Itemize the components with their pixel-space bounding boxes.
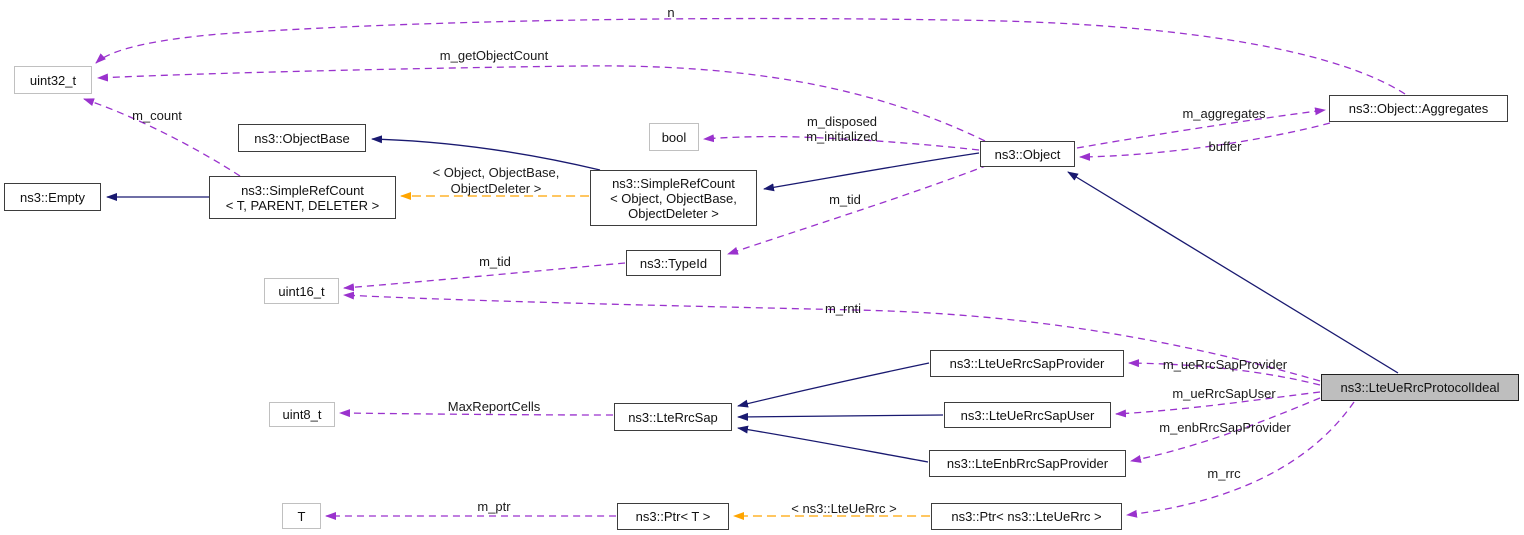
node-label: ns3::LteUeRrcSapProvider: [949, 356, 1105, 371]
edge-label-m-uerrcsapuser: m_ueRrcSapUser: [1172, 386, 1276, 401]
edge-label-template-object-line1: < Object, ObjectBase,: [433, 165, 560, 180]
edge-label-template-object-line2: ObjectDeleter >: [451, 181, 542, 196]
node-empty[interactable]: ns3::Empty: [4, 183, 101, 211]
node-aggregates[interactable]: ns3::Object::Aggregates: [1329, 95, 1508, 122]
node-label: uint8_t: [282, 407, 322, 422]
node-label: ns3::ObjectBase: [254, 130, 350, 146]
edge-usage-maxreportcells: [339, 409, 614, 418]
edge-label-m-count: m_count: [132, 108, 182, 123]
node-uint16-t[interactable]: uint16_t: [264, 278, 339, 304]
edge-label-m-disposed: m_disposed: [807, 114, 877, 129]
node-label: ns3::SimpleRefCount: [612, 175, 735, 191]
edge-label-m-ptr: m_ptr: [477, 499, 511, 514]
edge-label-m-initialized: m_initialized: [806, 129, 878, 144]
edge-usage-buffer: [1079, 122, 1331, 161]
node-lteuerrcprotocolideal[interactable]: ns3::LteUeRrcProtocolIdeal: [1321, 374, 1519, 401]
edge-label-m-rnti: m_rnti: [825, 301, 861, 316]
edge-usage-m-aggregates: [1076, 107, 1326, 149]
node-label: ns3::LteRrcSap: [628, 409, 718, 425]
node-object[interactable]: ns3::Object: [980, 141, 1075, 167]
node-label: < T, PARENT, DELETER >: [225, 197, 380, 213]
node-bool[interactable]: bool: [649, 123, 699, 151]
node-typeid[interactable]: ns3::TypeId: [626, 250, 721, 276]
node-label: ns3::Ptr< ns3::LteUeRrc >: [951, 509, 1102, 524]
node-lteenbrrcsapprovider[interactable]: ns3::LteEnbRrcSapProvider: [929, 450, 1126, 477]
node-uint32-t[interactable]: uint32_t: [14, 66, 92, 94]
edge-usage-m-rnti: [343, 291, 1321, 382]
edge-inherit-ueuser-to-ltercsap: [737, 412, 944, 421]
edge-label-m-uerrcsapprovider: m_ueRrcSapProvider: [1163, 357, 1288, 372]
node-objectbase[interactable]: ns3::ObjectBase: [238, 124, 366, 152]
edge-inherit-ueprovider-to-ltercsap: [737, 362, 930, 408]
edge-inherit-enbprovider-to-ltercsap: [737, 425, 929, 463]
node-label: ns3::Empty: [19, 189, 86, 205]
node-ptr-t[interactable]: ns3::Ptr< T >: [617, 503, 729, 530]
edge-usage-m-uerrcsapuser: [1115, 391, 1321, 418]
edge-label-m-tid-object: m_tid: [829, 192, 861, 207]
edge-label-m-tid-typeid: m_tid: [479, 254, 511, 269]
node-ptr-lteuerrc[interactable]: ns3::Ptr< ns3::LteUeRrc >: [931, 503, 1122, 530]
edge-usage-m-getobjectcount: [97, 65, 986, 142]
node-label: ns3::LteUeRrcSapUser: [960, 407, 1095, 423]
edge-label-n: n: [667, 5, 674, 20]
edge-label-m-rrc: m_rrc: [1207, 466, 1241, 481]
node-simplerefcount-generic[interactable]: ns3::SimpleRefCount< T, PARENT, DELETER …: [209, 176, 396, 219]
edge-label-m-getobjectcount: m_getObjectCount: [440, 48, 549, 63]
node-label: bool: [661, 129, 687, 145]
node-label: uint32_t: [29, 72, 77, 88]
edge-usage-m-rrc: [1126, 401, 1355, 518]
node-label: ObjectDeleter >: [628, 205, 719, 221]
node-lteuerrcsapuser[interactable]: ns3::LteUeRrcSapUser: [944, 402, 1111, 428]
edge-inherit-protocolideal-to-object: [1067, 171, 1399, 374]
node-t[interactable]: T: [282, 503, 321, 529]
edge-usage-m-tid-object-to-typeid: [727, 164, 989, 255]
edge-inherit-simplerefcountobj-to-objectbase: [371, 135, 601, 171]
edge-label-m-enbrrcsapprovider: m_enbRrcSapProvider: [1159, 420, 1291, 435]
edge-label-maxreportcells: MaxReportCells: [448, 399, 541, 414]
edge-label-m-aggregates: m_aggregates: [1182, 106, 1266, 121]
edge-usage-m-enbrrcsapprovider: [1130, 397, 1321, 463]
node-label: ns3::SimpleRefCount: [241, 182, 364, 198]
node-label: ns3::LteUeRrcProtocolIdeal: [1340, 380, 1500, 395]
edge-usage-m-disposed-m-initialized: [703, 134, 980, 151]
node-label: ns3::Ptr< T >: [635, 509, 711, 524]
node-label: ns3::Object: [994, 146, 1061, 162]
edge-label-buffer: buffer: [1208, 139, 1242, 154]
node-label: T: [297, 508, 306, 524]
node-label: ns3::TypeId: [639, 255, 708, 271]
node-ltercsap[interactable]: ns3::LteRrcSap: [614, 403, 732, 431]
node-label: < Object, ObjectBase,: [610, 190, 737, 206]
edge-inherit-object-to-simplerefcountobj: [763, 152, 980, 192]
edge-usage-n: [95, 17, 1406, 95]
node-label: uint16_t: [278, 283, 325, 299]
node-uint8-t[interactable]: uint8_t: [269, 402, 335, 427]
node-lteuerrcsapprovider[interactable]: ns3::LteUeRrcSapProvider: [930, 350, 1124, 377]
edge-label-template-lteuerrc: < ns3::LteUeRrc >: [791, 501, 897, 516]
node-label: ns3::Object::Aggregates: [1348, 101, 1489, 116]
edge-usage-m-count: [83, 98, 241, 177]
node-label: ns3::LteEnbRrcSapProvider: [946, 456, 1109, 471]
node-simplerefcount-object[interactable]: ns3::SimpleRefCount< Object, ObjectBase,…: [590, 170, 757, 226]
